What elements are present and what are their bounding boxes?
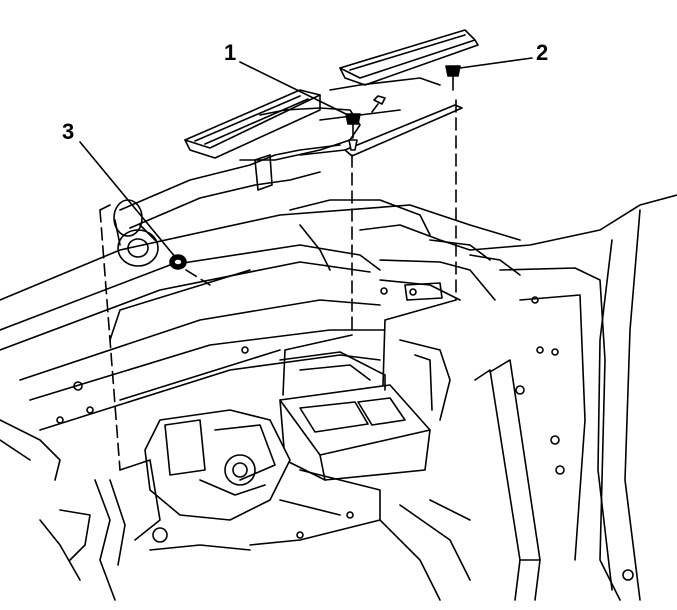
dash-panel <box>0 199 521 301</box>
hvac-module <box>39 339 451 601</box>
fastener-3 <box>169 254 187 270</box>
floor-outline <box>379 499 471 601</box>
retaining-bracket <box>299 104 463 157</box>
callout-2: 2 <box>536 40 549 65</box>
body-side-panel <box>469 194 677 601</box>
callout-3: 3 <box>62 119 75 144</box>
guide-connectors <box>99 204 457 396</box>
callout-1: 1 <box>224 40 237 65</box>
defroster-duct <box>119 29 479 229</box>
fastener-2 <box>445 65 461 91</box>
leader-lines <box>79 57 533 259</box>
guide-lines <box>99 99 457 471</box>
alignment-mark <box>371 95 386 113</box>
